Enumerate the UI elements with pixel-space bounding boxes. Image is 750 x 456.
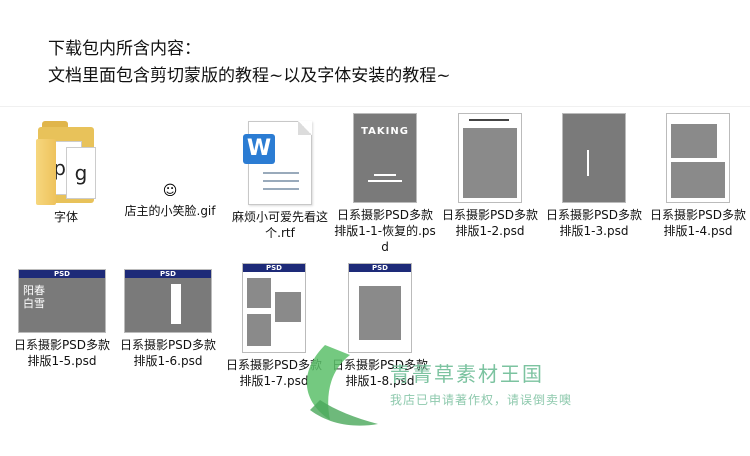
- watermark-title: 青菁草素材王国: [390, 362, 544, 386]
- file-label: 麻烦小可爱先看这个.rtf: [231, 210, 328, 240]
- psd-thumbnail-icon: [562, 113, 626, 203]
- file-item-psd-1-4[interactable]: 日系摄影PSD多款排版1-4.psd: [646, 113, 750, 239]
- file-explorer-view: pg g 字体 ☺ 店主的小笑脸.gif W 麻烦小可爱先看这个.rtf TAK…: [0, 106, 750, 425]
- heading-line-1: 下载包内所含内容：: [48, 39, 201, 59]
- file-item-psd-1-2[interactable]: 日系摄影PSD多款排版1-2.psd: [438, 113, 542, 239]
- file-label: 日系摄影PSD多款排版1-8.psd: [331, 358, 429, 388]
- smiley-gif-icon: ☺: [162, 183, 178, 199]
- file-item-psd-1-3[interactable]: 日系摄影PSD多款排版1-3.psd: [542, 113, 646, 239]
- file-label: 日系摄影PSD多款排版1-6.psd: [119, 338, 217, 368]
- psd-thumbnail-icon: [666, 113, 730, 203]
- word-doc-icon: W: [243, 121, 312, 205]
- psd-thumbnail-icon: [458, 113, 522, 203]
- file-item-psd-1-1[interactable]: TAKING 日系摄影PSD多款排版1-1-恢复的.psd: [333, 113, 437, 255]
- file-label: 日系摄影PSD多款排版1-2.psd: [441, 208, 539, 238]
- file-label: 日系摄影PSD多款排版1-3.psd: [545, 208, 643, 238]
- instructions-heading: 下载包内所含内容： 文档里面包含剪切蒙版的教程~以及字体安装的教程~: [48, 36, 451, 90]
- psd-thumbnail-icon: PSD: [348, 263, 412, 353]
- file-item-font-folder[interactable]: pg g 字体: [14, 113, 118, 225]
- file-label: 店主的小笑脸.gif: [124, 204, 216, 218]
- psd-thumbnail-icon: TAKING: [353, 113, 417, 203]
- psd-thumbnail-icon: PSD 阳春白雪: [18, 269, 106, 333]
- heading-line-2: 文档里面包含剪切蒙版的教程~以及字体安装的教程~: [48, 66, 451, 86]
- file-item-gif[interactable]: ☺ 店主的小笑脸.gif: [118, 113, 222, 219]
- folder-icon: pg g: [36, 119, 96, 205]
- file-label: 日系摄影PSD多款排版1-7.psd: [225, 358, 323, 388]
- file-label: 日系摄影PSD多款排版1-5.psd: [13, 338, 111, 368]
- psd-thumbnail-icon: PSD: [242, 263, 306, 353]
- psd-thumbnail-icon: PSD: [124, 269, 212, 333]
- file-item-psd-1-6[interactable]: PSD 日系摄影PSD多款排版1-6.psd: [116, 259, 220, 369]
- file-item-psd-1-8[interactable]: PSD 日系摄影PSD多款排版1-8.psd: [328, 259, 432, 389]
- file-label: 字体: [53, 210, 78, 224]
- leaf-logo-icon: [306, 345, 378, 426]
- file-label: 日系摄影PSD多款排版1-4.psd: [649, 208, 747, 238]
- file-item-psd-1-7[interactable]: PSD 日系摄影PSD多款排版1-7.psd: [222, 259, 326, 389]
- file-item-psd-1-5[interactable]: PSD 阳春白雪 日系摄影PSD多款排版1-5.psd: [10, 259, 114, 369]
- file-label: 日系摄影PSD多款排版1-1-恢复的.psd: [334, 208, 436, 254]
- file-item-rtf[interactable]: W 麻烦小可爱先看这个.rtf: [228, 113, 332, 241]
- watermark: 青菁草素材王国 我店已申请著作权，请误倒卖噢: [390, 358, 572, 408]
- watermark-subtitle: 我店已申请著作权，请误倒卖噢: [390, 393, 573, 407]
